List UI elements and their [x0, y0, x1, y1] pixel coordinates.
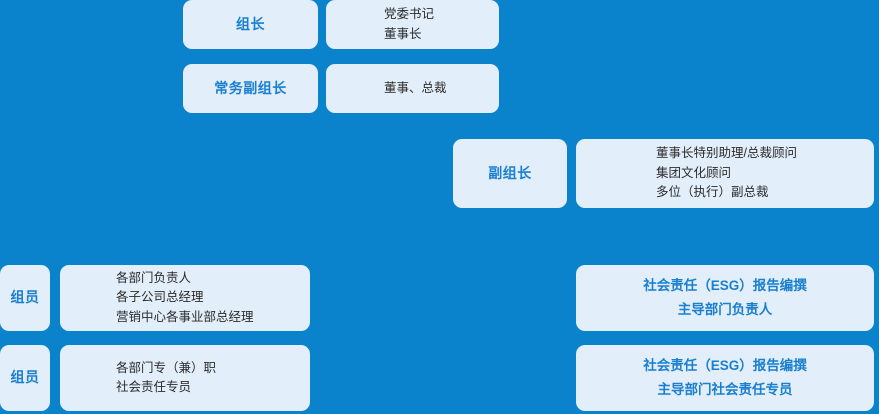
card-role-leader[interactable]: 组长	[183, 0, 318, 49]
detail-line: 各部门负责人	[116, 270, 192, 285]
card-role-member-2[interactable]: 组员	[0, 345, 50, 411]
detail-list-leader: 党委书记 董事长	[326, 5, 499, 44]
detail-list-exec-deputy: 董事、总裁	[326, 79, 499, 98]
card-detail-deputy[interactable]: 董事长特别助理/总裁顾问 集团文化顾问 多位（执行）副总裁	[576, 139, 874, 208]
detail-line: 董事长	[384, 26, 422, 41]
detail-line: 董事长特别助理/总裁顾问	[656, 146, 797, 161]
detail-line: 营销中心各事业部总经理	[116, 309, 254, 324]
detail-line: 集团文化顾问	[656, 165, 732, 180]
card-detail-exec-deputy[interactable]: 董事、总裁	[326, 64, 499, 113]
esg-text-leader: 社会责任（ESG）报告编撰 主导部门负责人	[643, 272, 807, 323]
role-label-member-1: 组员	[10, 289, 40, 306]
detail-list-member-1: 各部门负责人 各子公司总经理 营销中心各事业部总经理	[60, 269, 310, 327]
esg-line: 社会责任（ESG）报告编撰	[643, 358, 807, 374]
card-role-member-1[interactable]: 组员	[0, 265, 50, 331]
role-label-leader: 组长	[236, 15, 265, 32]
card-esg-report-leader[interactable]: 社会责任（ESG）报告编撰 主导部门负责人	[576, 265, 874, 331]
role-label-exec-deputy: 常务副组长	[214, 79, 287, 96]
esg-line: 社会责任（ESG）报告编撰	[643, 278, 807, 294]
detail-line: 社会责任专员	[116, 380, 192, 394]
detail-list-deputy: 董事长特别助理/总裁顾问 集团文化顾问 多位（执行）副总裁	[576, 144, 874, 202]
card-role-exec-deputy[interactable]: 常务副组长	[183, 64, 318, 113]
esg-text-officer: 社会责任（ESG）报告编撰 主导部门社会责任专员	[643, 352, 807, 403]
role-label-deputy: 副组长	[488, 164, 532, 181]
detail-line: 各子公司总经理	[116, 290, 204, 305]
card-detail-member-2[interactable]: 各部门专（兼）职 社会责任专员	[60, 345, 310, 411]
detail-line: 党委书记	[384, 7, 435, 22]
esg-line: 主导部门社会责任专员	[657, 382, 793, 397]
detail-line: 各部门专（兼）职	[116, 360, 217, 375]
card-role-deputy[interactable]: 副组长	[453, 139, 567, 208]
detail-line: 多位（执行）副总裁	[656, 185, 769, 200]
card-esg-report-officer[interactable]: 社会责任（ESG）报告编撰 主导部门社会责任专员	[576, 345, 874, 411]
detail-list-member-2: 各部门专（兼）职 社会责任专员	[60, 359, 310, 398]
card-detail-leader[interactable]: 党委书记 董事长	[326, 0, 499, 49]
detail-line: 董事、总裁	[384, 80, 447, 95]
role-label-member-2: 组员	[10, 369, 40, 386]
esg-line: 主导部门负责人	[677, 302, 773, 317]
card-detail-member-1[interactable]: 各部门负责人 各子公司总经理 营销中心各事业部总经理	[60, 265, 310, 331]
